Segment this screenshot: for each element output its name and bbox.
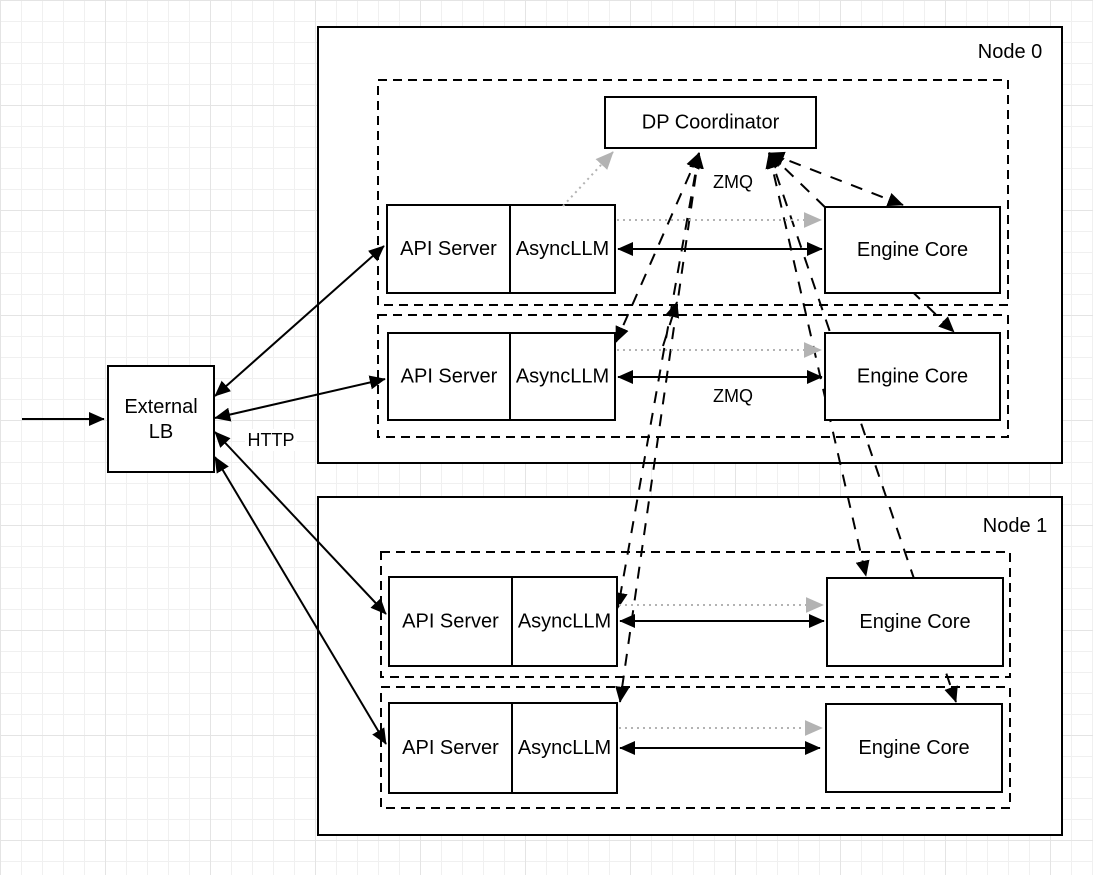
lb-apiserver-1-http — [214, 375, 386, 422]
frontend-1-asyncllm-label: AsyncLLM — [516, 366, 609, 388]
lb-apiserver-3-http — [214, 456, 387, 745]
frontend-2-box — [388, 576, 618, 667]
frontend-2-asyncllm-label: AsyncLLM — [518, 611, 611, 633]
engine-core-0-label: Engine Core — [857, 239, 968, 261]
engine-core-2-label: Engine Core — [859, 611, 970, 633]
frontend-0-asyncllm-label: AsyncLLM — [516, 238, 609, 260]
dp-coordinator-label: DP Coordinator — [642, 112, 780, 134]
http-label-bg — [245, 429, 297, 451]
engine-core-0-box — [824, 206, 1001, 294]
zmq-label-0: ZMQ — [713, 172, 753, 192]
frontend-1-box — [387, 332, 616, 421]
frontend-3-asyncllm-label: AsyncLLM — [518, 737, 611, 759]
frontend-3-api-server-label: API Server — [402, 737, 499, 759]
external-lb-box — [107, 365, 215, 473]
frontend-2-api-server-label: API Server — [402, 611, 499, 633]
engine-core-2-box — [826, 577, 1004, 667]
asyncllm-0-coordinator-dotted — [562, 151, 614, 207]
engine-core-3-label: Engine Core — [858, 737, 969, 759]
engine-core-1-box — [824, 332, 1001, 421]
zmq-label-0-bg — [709, 171, 757, 193]
node-0-label: Node 0 — [978, 41, 1043, 63]
layer-dotted-edges — [562, 151, 824, 736]
frontend-1-api-server-label: API Server — [401, 366, 498, 388]
external-lb-label-line2: LB — [149, 421, 173, 443]
layer-solid-edges — [22, 241, 825, 756]
external-lb-label-line1: External — [124, 396, 197, 418]
rank1-up-arrow — [662, 301, 680, 347]
frontend-3-box — [388, 702, 618, 794]
layer-float-labels: ZMQ ZMQ HTTP — [245, 171, 757, 451]
zmq-label-1: ZMQ — [713, 386, 753, 406]
dp-coordinator-box — [604, 96, 817, 149]
engine-core-3-box — [825, 703, 1003, 793]
node-1-label: Node 1 — [983, 515, 1048, 537]
frontend-0-api-server-label: API Server — [400, 238, 497, 260]
zmq-label-1-bg — [709, 385, 757, 407]
frontend-0-box — [386, 204, 616, 294]
http-label: HTTP — [248, 430, 295, 450]
lb-apiserver-0-http — [214, 245, 385, 397]
engine-core-1-label: Engine Core — [857, 366, 968, 388]
